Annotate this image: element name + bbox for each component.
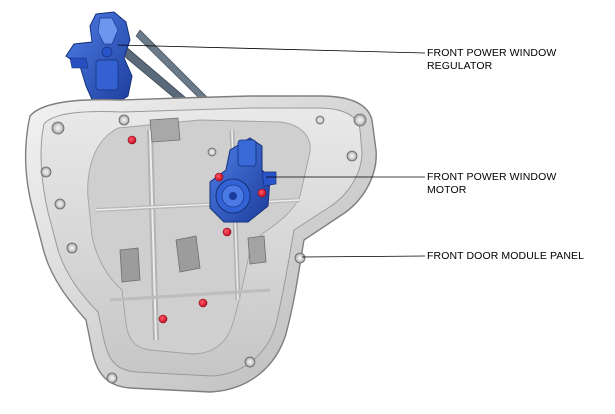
callout-regulator-line2: REGULATOR bbox=[427, 60, 493, 72]
callout-motor-line1: FRONT POWER WINDOW bbox=[427, 171, 557, 183]
callout-regulator-label: FRONT POWER WINDOW REGULATOR bbox=[427, 47, 556, 73]
leader-lines bbox=[117, 44, 426, 258]
front-door-module-panel bbox=[24, 95, 377, 393]
callout-panel-label: FRONT DOOR MODULE PANEL bbox=[427, 250, 584, 263]
panel-leader-line bbox=[301, 255, 426, 258]
callout-motor-label: FRONT POWER WINDOW MOTOR bbox=[427, 171, 556, 197]
fastener-bolts bbox=[127, 135, 267, 324]
callout-regulator-line1: FRONT POWER WINDOW bbox=[427, 47, 557, 59]
panel-mounting-holes bbox=[40, 113, 367, 384]
callout-panel-line1: FRONT DOOR MODULE PANEL bbox=[427, 250, 585, 262]
front-power-window-regulator bbox=[65, 11, 133, 107]
front-power-window-motor bbox=[209, 137, 277, 223]
regulator-leader-line bbox=[117, 44, 426, 54]
callout-motor-line2: MOTOR bbox=[427, 184, 467, 196]
